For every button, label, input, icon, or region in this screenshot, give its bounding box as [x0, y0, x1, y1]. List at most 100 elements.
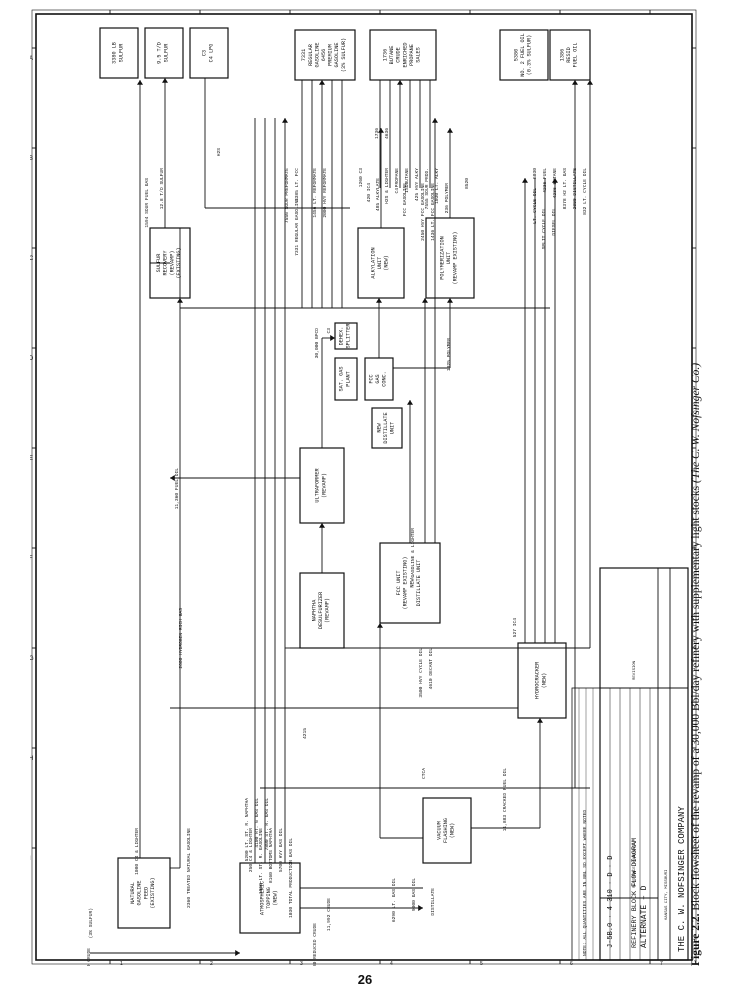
- stream-label: 1030 TOTAL PRODUCTION GAS OIL: [288, 838, 294, 918]
- unit-label-poly: UNIT: [446, 252, 452, 264]
- page-number: 26: [357, 972, 373, 987]
- unit-label-products_sulf2: SULFUR: [163, 44, 169, 63]
- stream-label: 7800 ST. R. GAS OIL: [264, 798, 270, 851]
- flow-arrow: [282, 118, 288, 123]
- unit-products_gas: [294, 29, 356, 81]
- unit-label-products_sulfur: SULFUR: [118, 44, 124, 63]
- unit-label-satgas: SAT. GAS: [339, 367, 345, 392]
- unit-label-fcc: NEW: [409, 577, 415, 587]
- unit-products_lpg: [369, 29, 437, 81]
- company-sub: KANSAS CITY, MISSOURI: [665, 870, 669, 920]
- unit-label-alky: UNIT: [377, 257, 383, 269]
- stream-label: H2S & LIGHTER: [384, 168, 390, 204]
- stream-label: 8160 BOTTOMS NAPHTHA: [268, 828, 274, 883]
- edge-number: 6: [570, 961, 573, 966]
- unit-label-poly: POLYMERIZATION: [439, 236, 445, 280]
- unit-vac: [422, 797, 472, 864]
- unit-dehex: [334, 322, 358, 350]
- stream-label: 8520: [464, 178, 470, 189]
- stream-label: 4636: [384, 128, 390, 139]
- stream-label: 1385 LT. FCC: [294, 168, 300, 201]
- stream-label: GASOLINE & LIGHTER: [410, 528, 416, 578]
- stream-label: 2600 HYDROGEN RICH GAS: [178, 608, 184, 669]
- stream-label: LT. CYCLE OIL: [532, 188, 538, 224]
- flow-arrow: [377, 623, 383, 628]
- stream-label: (3% SULFUR): [88, 908, 94, 938]
- stream-label: 1260 C3: [358, 168, 364, 188]
- stream-label: 1456 LT. REFORMATE: [312, 168, 318, 218]
- unit-label-hyd: HYDROCRACKER: [535, 662, 541, 699]
- unit-hyd: [517, 642, 567, 719]
- unit-label-products_c3: C3: [202, 50, 208, 56]
- unit-label-fcc: (REVAMP EXISTING): [403, 557, 409, 610]
- stream-label: FCC GASOLINE: [402, 183, 408, 216]
- stream-label: 1025 POLYMER: [446, 338, 452, 371]
- drawing-title-1: ALTERNATE – D: [640, 885, 649, 948]
- figure-caption: Figure 2.2. Block flowsheet of the revam…: [690, 363, 710, 980]
- flow-arrow: [432, 118, 438, 123]
- unit-label-ultra: (REVAMP): [321, 473, 327, 498]
- unit-label-products_resid: RESID: [566, 47, 572, 63]
- stream-label: 3500 HVY CYCLE OIL: [418, 648, 424, 698]
- unit-label-ng: FEED: [143, 887, 149, 899]
- stream-label: H2S: [216, 148, 222, 157]
- stream-label: 420 IC4: [366, 183, 372, 203]
- unit-label-products_lpg: CRUDE: [396, 47, 402, 63]
- unit-label-ultra: ULTRAFORMER: [315, 468, 321, 502]
- stream-label: ISOBUTANE: [404, 168, 410, 193]
- unit-satgas: [334, 357, 358, 401]
- stream-label: C4: [394, 188, 400, 194]
- edge-number: 5: [480, 961, 483, 966]
- unit-label-products_fuel: NO. 2 FUEL OIL: [520, 33, 526, 77]
- stream-label: 5200 LT. ST. R. NAPHTHA: [244, 798, 250, 862]
- edge-letter: C: [30, 256, 34, 262]
- caption-label: Figure 2.2.: [690, 913, 702, 967]
- unit-label-ndes: NAPHTHA: [311, 599, 317, 622]
- unit-label-gasconc: FCC: [368, 374, 374, 383]
- unit-products_fuel: [499, 29, 549, 81]
- edge-letter: H: [30, 756, 33, 762]
- stream-label: 7555 SOUR PROD.: [424, 168, 430, 209]
- unit-atm: [239, 862, 301, 934]
- stream-label: 30,000 CRUDE: [86, 948, 92, 966]
- flow-arrow: [397, 80, 403, 85]
- unit-label-products_gas: PREMIUM: [328, 44, 334, 66]
- stream-label: 9000 GAS OIL: [411, 878, 417, 911]
- stream-label: SPLIT CYCLE OIL: [541, 208, 547, 250]
- flow-arrow: [137, 80, 143, 85]
- stream-label: 1030 LT. ALKY: [434, 168, 440, 204]
- flow-arrow: [447, 298, 453, 303]
- stream-label: DIESEL OIL: [551, 208, 557, 236]
- unit-label-products_lpg: PROPANE: [409, 44, 415, 66]
- unit-label-atm: TOPPING: [266, 887, 272, 909]
- unit-products_resid: [549, 29, 591, 81]
- unit-label-poly: (REVAMP EXISTING): [453, 232, 459, 285]
- sheet-outer-border: [31, 9, 697, 965]
- unit-label-products_resid: 1386: [559, 49, 565, 61]
- edge-number: 4: [390, 961, 393, 966]
- stream-label: 7556 SOUR PREFORMATE: [284, 168, 290, 223]
- unit-label-fcc: FCC UNIT: [396, 571, 402, 596]
- flow-arrow: [378, 128, 384, 133]
- stream-label: 2360 TREATED NATURAL GASOLINE: [186, 828, 192, 908]
- edge-number: 1: [120, 961, 123, 966]
- unit-label-dehex: DEHEX.: [339, 327, 345, 346]
- stream-label: 11,360 FUEL OIL: [174, 468, 180, 510]
- unit-label-products_lpg: 1736: [383, 49, 389, 61]
- flow-arrow: [587, 80, 593, 85]
- drawing-number: J-5B.0 · 4 310 · D · D: [607, 856, 615, 948]
- unit-label-gasconc: CONC.: [382, 371, 388, 387]
- stream-label: 30,000 BPCD: [314, 328, 320, 359]
- unit-label-products_resid: FUEL OIL: [573, 43, 579, 68]
- unit-label-products_fuel: (0.3% SULFUR): [527, 35, 533, 75]
- stream-label: 5030: [532, 168, 538, 179]
- unit-label-fcc: DISTILLATE UNIT: [416, 560, 422, 607]
- unit-label-sulf: (REVAMP): [169, 251, 175, 276]
- stream-label: 4100 RT. 6 GAS OIL: [254, 798, 260, 848]
- stream-label: 8378 H2 LT. GAS: [562, 168, 568, 210]
- unit-label-products_c3: C4 LPG: [208, 44, 214, 63]
- stream-label: 250 C4 & LIGHTER: [248, 828, 254, 872]
- stream-label: C3: [326, 328, 332, 334]
- unit-label-products_gas: GASOLINE: [334, 43, 340, 68]
- unit-newdist: [371, 407, 403, 449]
